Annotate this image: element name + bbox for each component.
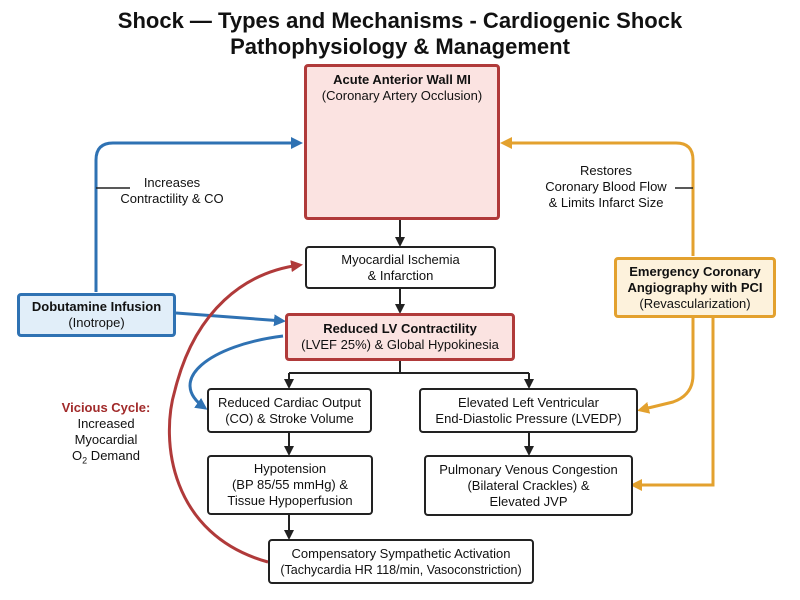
label-vicious-cycle-line-2: Increased bbox=[77, 416, 135, 431]
diagram-title-line-1: Shock — Types and Mechanisms - Cardiogen… bbox=[117, 8, 683, 33]
node-sympathetic-activation-line-2: (Tachycardia HR 118/min, Vasoconstrictio… bbox=[280, 562, 522, 577]
node-myocardial-ischemia: Myocardial Ischemia & Infarction bbox=[305, 246, 496, 289]
arrow-dobutamine-to-mi bbox=[94, 137, 303, 292]
label-vicious-cycle-line-3: Myocardial bbox=[74, 432, 138, 447]
label-dobutamine-effect-line-2: Contractility & CO bbox=[120, 191, 224, 206]
node-elevated-lvedp-line-2: End-Diastolic Pressure (LVEDP) bbox=[435, 410, 622, 426]
label-pci-effect-line-1: Restores bbox=[579, 163, 633, 178]
arrow-pci-to-mi bbox=[500, 137, 695, 256]
node-reduced-cardiac-output: Reduced Cardiac Output (CO) & Stroke Vol… bbox=[207, 388, 372, 433]
dobutamine-arrows bbox=[94, 137, 303, 410]
label-pci-effect-line-2: Coronary Blood Flow bbox=[545, 179, 667, 194]
label-dobutamine-effect-line-1: Increases bbox=[143, 175, 201, 190]
label-vicious-cycle: Vicious Cycle: Increased Myocardial O2 D… bbox=[52, 400, 160, 466]
node-acute-mi-subtitle: (Coronary Artery Occlusion) bbox=[321, 88, 483, 103]
node-dobutamine-infusion-subtitle: (Inotrope) bbox=[68, 315, 125, 330]
node-pulmonary-congestion: Pulmonary Venous Congestion (Bilateral C… bbox=[424, 455, 633, 516]
node-emergency-pci-line-3: (Revascularization) bbox=[639, 295, 751, 311]
node-pulmonary-congestion-line-1: Pulmonary Venous Congestion bbox=[439, 461, 618, 477]
node-sympathetic-activation: Compensatory Sympathetic Activation (Tac… bbox=[268, 539, 534, 584]
pci-arrows bbox=[500, 137, 715, 491]
label-o2-symbol: O bbox=[72, 448, 83, 463]
label-dobutamine-effect: Increases Contractility & CO bbox=[112, 175, 232, 207]
node-reduced-cardiac-output-line-2: (CO) & Stroke Volume bbox=[225, 410, 354, 426]
node-acute-mi: Acute Anterior Wall MI (Coronary Artery … bbox=[304, 64, 500, 220]
label-vicious-cycle-heading: Vicious Cycle: bbox=[61, 400, 151, 415]
node-acute-mi-title: Acute Anterior Wall MI bbox=[333, 72, 471, 87]
node-hypotension-line-3: Tissue Hypoperfusion bbox=[227, 493, 353, 508]
node-pulmonary-congestion-line-3: Elevated JVP bbox=[489, 493, 568, 509]
node-emergency-pci: Emergency Coronary Angiography with PCI … bbox=[614, 257, 776, 318]
label-pci-effect-line-3: & Limits Infarct Size bbox=[548, 195, 664, 210]
label-demand-text: Demand bbox=[87, 448, 140, 463]
node-reduced-lv-contractility-detail: (LVEF 25%) & Global Hypokinesia bbox=[301, 337, 499, 352]
node-hypotension-line-2: (BP 85/55 mmHg) & bbox=[231, 477, 349, 492]
node-reduced-lv-contractility-title: Reduced LV Contractility bbox=[323, 321, 477, 336]
diagram-title-line-2: Pathophysiology & Management bbox=[230, 34, 570, 59]
arrow-lv-branch bbox=[289, 360, 529, 374]
node-reduced-cardiac-output-line-1: Reduced Cardiac Output bbox=[217, 394, 362, 410]
node-elevated-lvedp-line-1: Elevated Left Ventricular bbox=[458, 394, 599, 410]
label-o2-subscript: 2 bbox=[82, 455, 88, 466]
node-emergency-pci-line-1: Emergency Coronary bbox=[629, 263, 761, 279]
node-pulmonary-congestion-line-2: (Bilateral Crackles) & bbox=[467, 477, 590, 493]
node-hypotension: Hypotension (BP 85/55 mmHg) & Tissue Hyp… bbox=[207, 455, 373, 515]
vicious-cycle-arrow bbox=[167, 260, 303, 564]
node-myocardial-ischemia-line-2: & Infarction bbox=[367, 267, 434, 283]
node-myocardial-ischemia-line-1: Myocardial Ischemia bbox=[341, 251, 460, 267]
arrow-pci-to-congestion bbox=[630, 318, 715, 491]
node-dobutamine-infusion: Dobutamine Infusion (Inotrope) bbox=[17, 293, 176, 337]
node-sympathetic-activation-line-1: Compensatory Sympathetic Activation bbox=[291, 545, 511, 561]
node-elevated-lvedp: Elevated Left Ventricular End-Diastolic … bbox=[419, 388, 638, 433]
label-vicious-cycle-line-4: O2 Demand bbox=[52, 448, 160, 466]
arrow-pci-to-lvedp bbox=[637, 318, 695, 414]
arrow-inotrope-loop bbox=[188, 334, 284, 410]
node-dobutamine-infusion-title: Dobutamine Infusion bbox=[31, 299, 162, 314]
node-emergency-pci-line-2: Angiography with PCI bbox=[627, 279, 763, 295]
node-reduced-lv-contractility: Reduced LV Contractility (LVEF 25%) & Gl… bbox=[285, 313, 515, 361]
node-hypotension-line-1: Hypotension bbox=[253, 461, 327, 476]
flow-arrows bbox=[284, 220, 534, 540]
label-pci-effect: Restores Coronary Blood Flow & Limits In… bbox=[536, 163, 676, 211]
arrow-dobutamine-to-lv bbox=[175, 311, 286, 327]
